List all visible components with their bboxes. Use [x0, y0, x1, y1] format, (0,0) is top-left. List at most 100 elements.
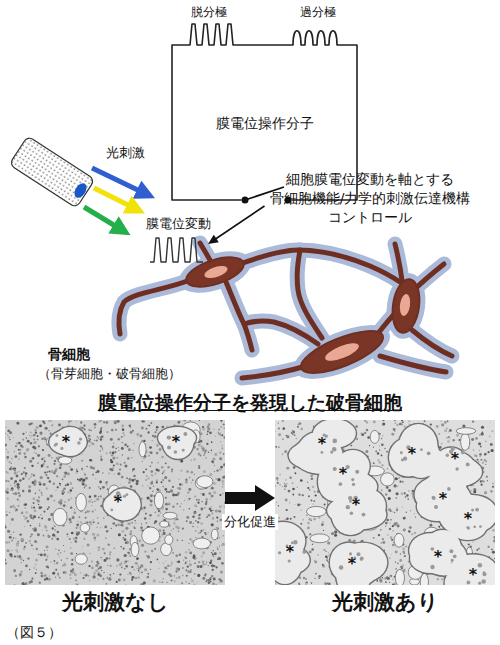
- speckle: [67, 483, 70, 486]
- speckle: [385, 581, 387, 583]
- speckle: [95, 478, 96, 479]
- speckle: [19, 573, 22, 576]
- speckle: [101, 459, 103, 461]
- speckle: [88, 438, 89, 439]
- speckle: [140, 583, 142, 585]
- speckle: [11, 489, 13, 491]
- speckle: [211, 495, 214, 498]
- vacuole: [58, 457, 71, 465]
- speckle: [208, 514, 210, 516]
- speckle: [190, 459, 192, 461]
- cell-process: [380, 356, 446, 372]
- speckle: [30, 525, 32, 527]
- speckle: [123, 561, 126, 564]
- cell-process: [226, 282, 252, 350]
- speckle: [71, 542, 72, 543]
- speckle: [63, 504, 66, 507]
- speckle: [37, 533, 40, 536]
- vacuole: [161, 543, 172, 556]
- speckle: [128, 481, 131, 484]
- speckle: [30, 580, 33, 583]
- speckle: [10, 534, 11, 535]
- speckle: [89, 496, 91, 498]
- speckle: [6, 511, 8, 513]
- speckle: [171, 470, 173, 472]
- speckle: [84, 538, 85, 539]
- speckle: [397, 525, 400, 528]
- speckle: [34, 529, 37, 532]
- speckle: [208, 582, 210, 584]
- speckle: [74, 573, 77, 576]
- speckle: [33, 507, 35, 509]
- speckle: [100, 458, 102, 460]
- speckle: [16, 555, 18, 557]
- speckle: [58, 477, 59, 478]
- speckle: [139, 434, 142, 437]
- speckle: [168, 503, 169, 504]
- speckle: [221, 562, 224, 565]
- speckle: [58, 550, 59, 551]
- cell-type-note: （骨芽細胞・破骨細胞）: [38, 366, 181, 381]
- speckle: [91, 505, 92, 506]
- speckle: [28, 485, 31, 488]
- speckle: [66, 533, 68, 535]
- speckle: [223, 535, 224, 536]
- vacuole: [197, 476, 213, 488]
- speckle: [154, 435, 157, 438]
- speckle: [76, 527, 78, 529]
- speckle: [124, 568, 126, 570]
- speckle: [27, 440, 30, 443]
- speckle: [207, 433, 208, 434]
- speckle: [36, 569, 37, 570]
- speckle: [84, 539, 85, 540]
- speckle: [30, 517, 32, 519]
- speckle: [388, 489, 391, 492]
- speckle: [68, 422, 70, 424]
- speckle: [219, 494, 221, 496]
- speckle: [16, 544, 19, 547]
- speckle: [125, 565, 128, 568]
- cell-cytoplasm: [119, 243, 452, 381]
- speckle: [483, 459, 486, 462]
- speckle: [67, 472, 70, 475]
- speckle: [72, 568, 74, 570]
- speckle: [99, 575, 101, 577]
- speckle: [194, 511, 197, 514]
- speckle: [7, 430, 10, 433]
- speckle: [22, 433, 24, 435]
- speckle: [29, 423, 32, 426]
- speckle: [162, 479, 165, 482]
- speckle: [286, 517, 289, 520]
- speckle: [319, 576, 320, 577]
- speckle: [163, 529, 165, 531]
- speckle: [114, 548, 115, 549]
- speckle: [117, 472, 120, 475]
- speckle: [9, 439, 10, 440]
- speckle: [176, 518, 178, 520]
- speckle: [127, 560, 129, 562]
- speckle: [35, 541, 37, 543]
- speckle: [220, 420, 222, 422]
- speckle: [69, 574, 71, 576]
- speckle: [206, 501, 207, 502]
- speckle: [27, 557, 29, 559]
- speckle: [85, 517, 87, 519]
- speckle: [165, 462, 167, 464]
- speckle: [172, 552, 174, 554]
- speckle: [54, 463, 56, 465]
- speckle: [408, 490, 409, 491]
- speckle: [41, 507, 43, 509]
- speckle: [215, 436, 216, 437]
- speckle: [109, 551, 111, 553]
- speckle: [100, 438, 103, 441]
- speckle: [408, 420, 410, 422]
- speckle: [93, 575, 96, 578]
- speckle: [61, 490, 64, 493]
- speckle: [173, 523, 175, 525]
- speckle: [124, 465, 125, 466]
- speckle: [89, 510, 91, 512]
- speckle: [84, 574, 85, 575]
- speckle: [76, 524, 79, 527]
- speckle: [403, 517, 405, 519]
- speckle: [198, 453, 201, 456]
